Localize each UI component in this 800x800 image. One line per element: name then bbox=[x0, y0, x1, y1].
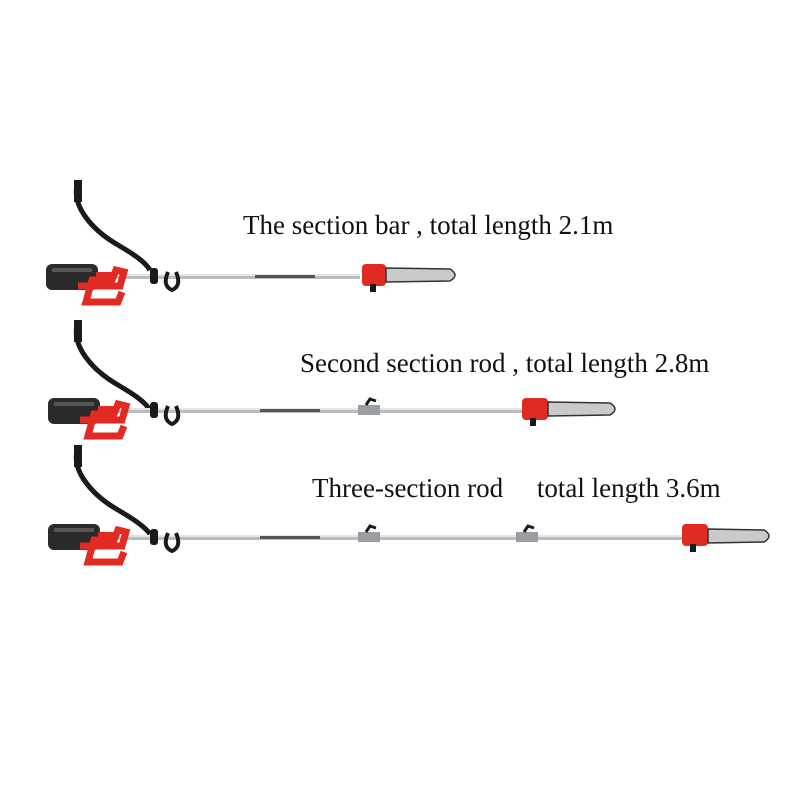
pole-saw-image-three-section bbox=[48, 445, 770, 566]
caption-two-section: Second section rod , total length 2.8m bbox=[300, 348, 710, 378]
pole-saw-image-two-section bbox=[48, 320, 616, 440]
pole-saw-image-one-section bbox=[46, 180, 456, 306]
caption-three-section: Three-section rod total length 3.6m bbox=[312, 473, 721, 503]
caption-one-section: The section bar , total length 2.1m bbox=[243, 210, 614, 240]
